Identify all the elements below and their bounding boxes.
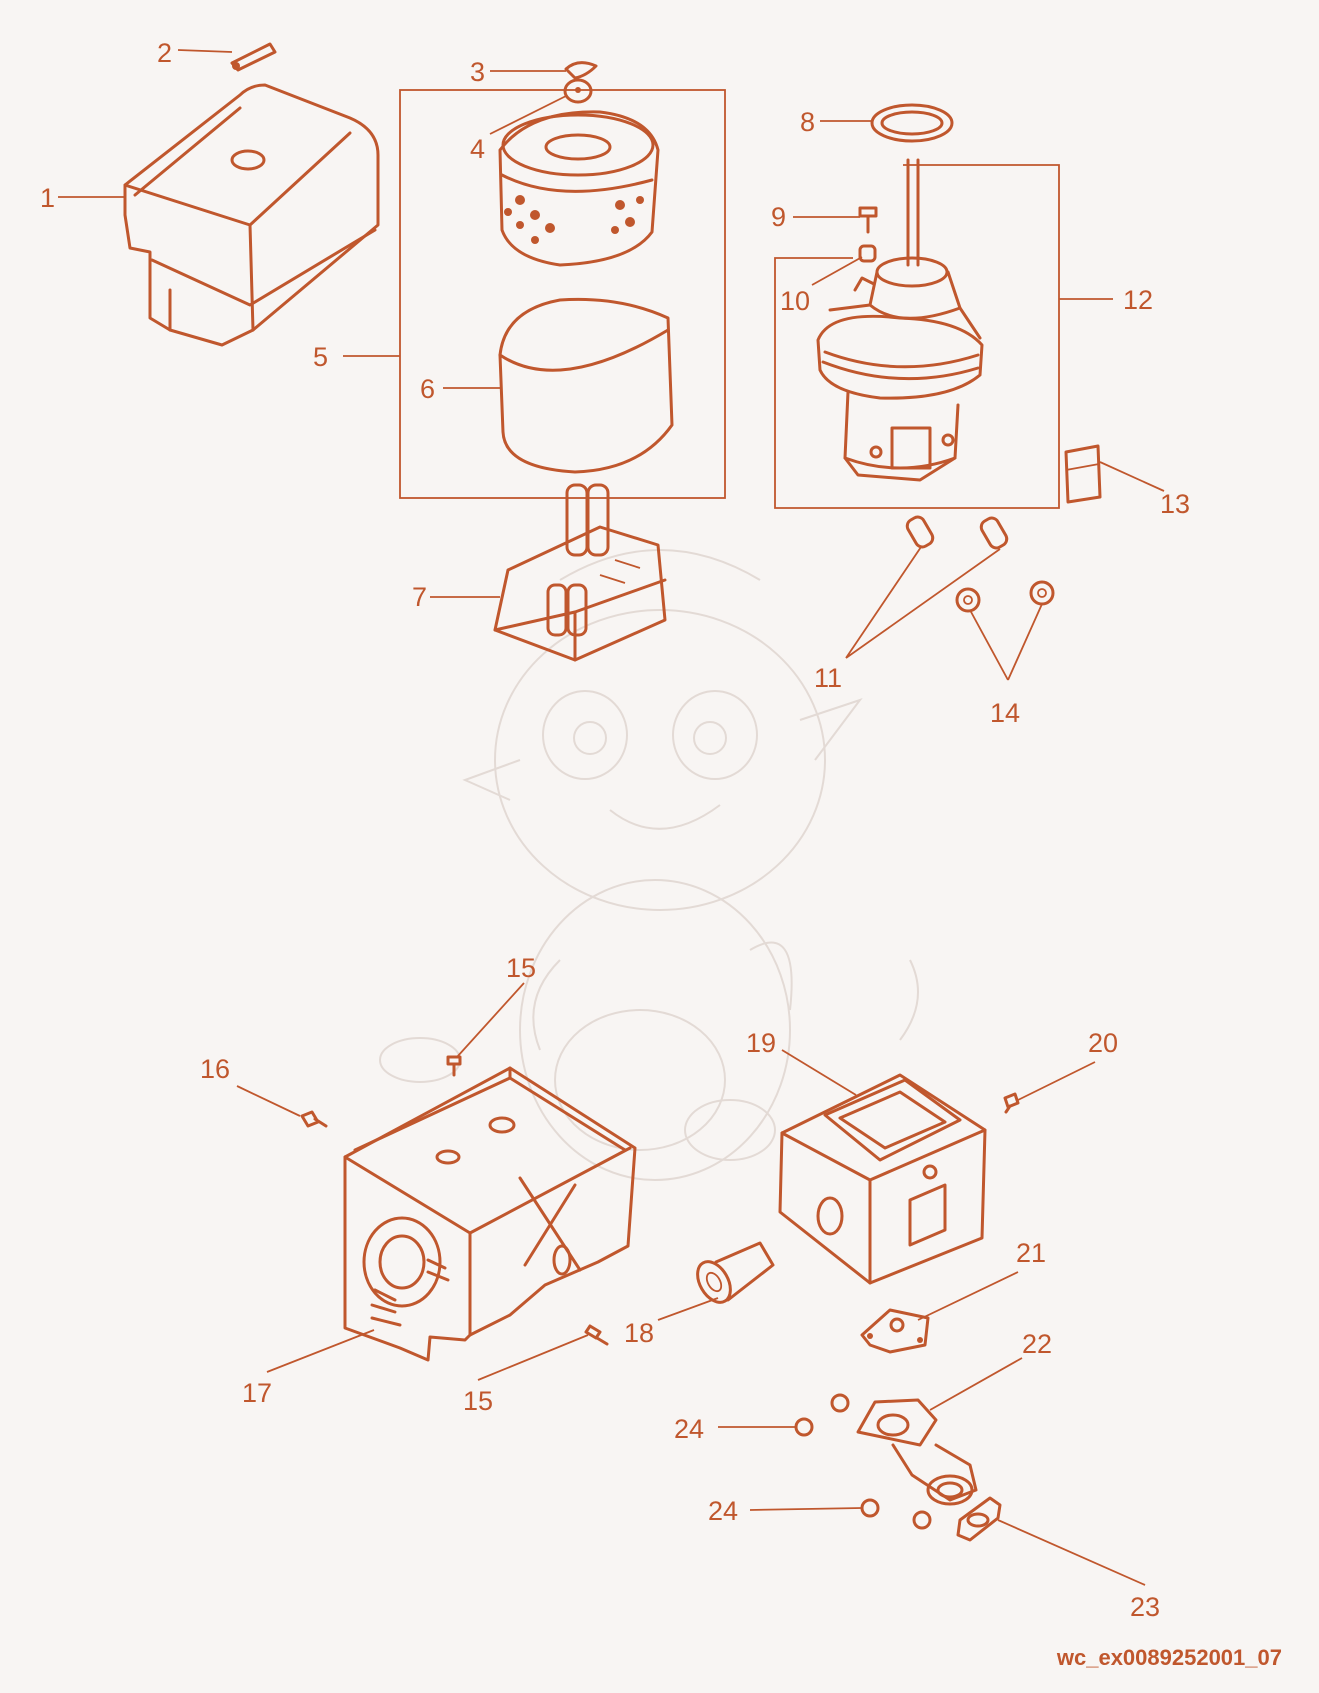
part-4-grommet[interactable] <box>563 78 593 104</box>
part-5-filter-element[interactable] <box>498 110 660 267</box>
callout-16: 16 <box>200 1054 230 1084</box>
part-23-gasket[interactable] <box>956 1496 1002 1542</box>
callout-1: 1 <box>40 183 55 213</box>
callout-10: 10 <box>780 286 810 316</box>
callout-15-top: 15 <box>506 953 536 983</box>
leader-lines <box>58 49 1165 1586</box>
callout-11: 11 <box>814 663 842 693</box>
diagram-reference-code: wc_ex0089252001_07 <box>1056 1645 1282 1670</box>
part-12-air-cleaner-case[interactable] <box>816 158 984 482</box>
callout-8: 8 <box>800 107 815 137</box>
callout-21: 21 <box>1016 1238 1046 1268</box>
callout-24-upper: 24 <box>674 1414 704 1444</box>
part-2-clip[interactable] <box>230 42 277 72</box>
callout-3: 3 <box>470 57 485 87</box>
callout-5: 5 <box>313 342 328 372</box>
part-17-muffler-protector[interactable] <box>343 1066 637 1362</box>
part-22-exhaust-manifold[interactable] <box>856 1398 978 1506</box>
callout-9: 9 <box>771 202 786 232</box>
callout-14: 14 <box>990 698 1020 728</box>
callout-23: 23 <box>1130 1592 1160 1622</box>
part-10-collar[interactable] <box>858 244 877 263</box>
part-14-nuts[interactable] <box>955 580 1055 613</box>
callout-labels: 1 2 3 4 5 6 7 8 9 10 11 12 13 14 15 15 1… <box>40 38 1190 1622</box>
assembly-frame-12 <box>774 164 1060 509</box>
part-20-screw[interactable] <box>1003 1092 1020 1114</box>
part-3-wing-nut[interactable] <box>564 61 598 80</box>
callout-2: 2 <box>157 38 172 68</box>
assembly-frame-5 <box>399 89 726 499</box>
callout-4: 4 <box>470 134 485 164</box>
callout-7: 7 <box>412 582 427 612</box>
callout-13: 13 <box>1160 489 1190 519</box>
part-6-foam-pre-filter[interactable] <box>498 297 674 474</box>
part-21-gasket[interactable] <box>860 1308 930 1354</box>
part-18-muffler-pipe[interactable] <box>691 1241 775 1308</box>
callout-6: 6 <box>420 374 435 404</box>
part-15-screws[interactable] <box>446 1055 609 1346</box>
callout-20: 20 <box>1088 1028 1118 1058</box>
part-11-dowel-pins[interactable] <box>905 515 1010 551</box>
callout-12: 12 <box>1123 285 1153 315</box>
callout-18: 18 <box>624 1318 654 1348</box>
part-9-bolt[interactable] <box>858 206 878 234</box>
callout-19: 19 <box>746 1028 776 1058</box>
dragon-watermark <box>379 549 919 1181</box>
part-16-bolt[interactable] <box>300 1110 328 1128</box>
callout-17: 17 <box>242 1378 272 1408</box>
part-8-gasket[interactable] <box>870 103 954 143</box>
part-7-air-cleaner-base[interactable] <box>493 483 667 662</box>
callout-24-lower: 24 <box>708 1496 738 1526</box>
part-13-tag[interactable] <box>1064 444 1102 504</box>
callout-15-bottom: 15 <box>463 1386 493 1416</box>
part-1-air-cleaner-cover[interactable] <box>123 83 380 347</box>
callout-22: 22 <box>1022 1329 1052 1359</box>
part-19-muffler[interactable] <box>778 1073 987 1285</box>
